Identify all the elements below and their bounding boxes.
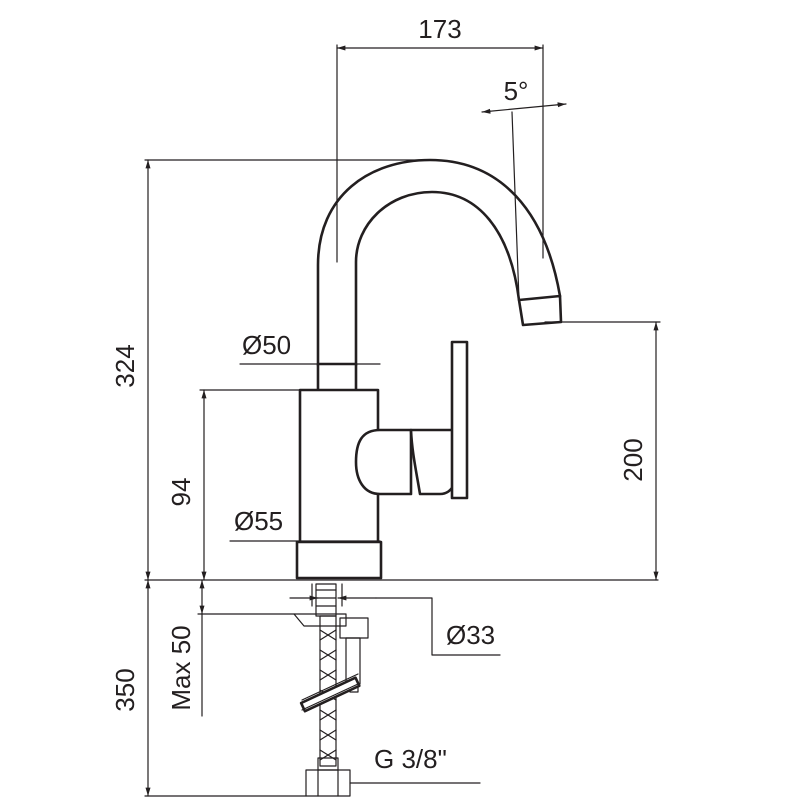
hose-break-gap xyxy=(299,676,361,713)
fixing-plate xyxy=(293,613,347,627)
label-hose-length: 350 xyxy=(110,668,140,711)
lever-blade xyxy=(450,340,469,500)
under-counter-fittings xyxy=(293,583,369,797)
spout-inner-curve xyxy=(354,190,521,367)
label-spout-reach: 173 xyxy=(418,14,461,44)
faucet-outline xyxy=(295,158,563,580)
label-spout-height: 200 xyxy=(618,438,648,481)
g38-connector-nut xyxy=(305,769,351,797)
label-total-height: 324 xyxy=(110,344,140,387)
label-spout-angle: 5° xyxy=(504,76,529,106)
lever-handle xyxy=(354,428,413,496)
neck-collar xyxy=(316,362,358,393)
spout-tip xyxy=(517,294,563,327)
label-base-diameter: Ø55 xyxy=(234,506,283,536)
base-ring xyxy=(295,540,383,580)
spout-outer-curve xyxy=(316,158,562,367)
fixing-rod xyxy=(345,637,361,685)
fixing-nut xyxy=(339,617,369,639)
dimension-lines xyxy=(144,44,661,797)
label-mounting-hole: Ø33 xyxy=(446,620,495,650)
label-max-deck-thickness: Max 50 xyxy=(166,625,196,710)
label-connection-thread: G 3/8" xyxy=(374,744,447,774)
label-body-top-diameter: Ø50 xyxy=(242,330,291,360)
dim-angle-arc xyxy=(481,102,567,114)
label-body-height: 94 xyxy=(166,478,196,507)
threaded-stud xyxy=(315,583,337,617)
